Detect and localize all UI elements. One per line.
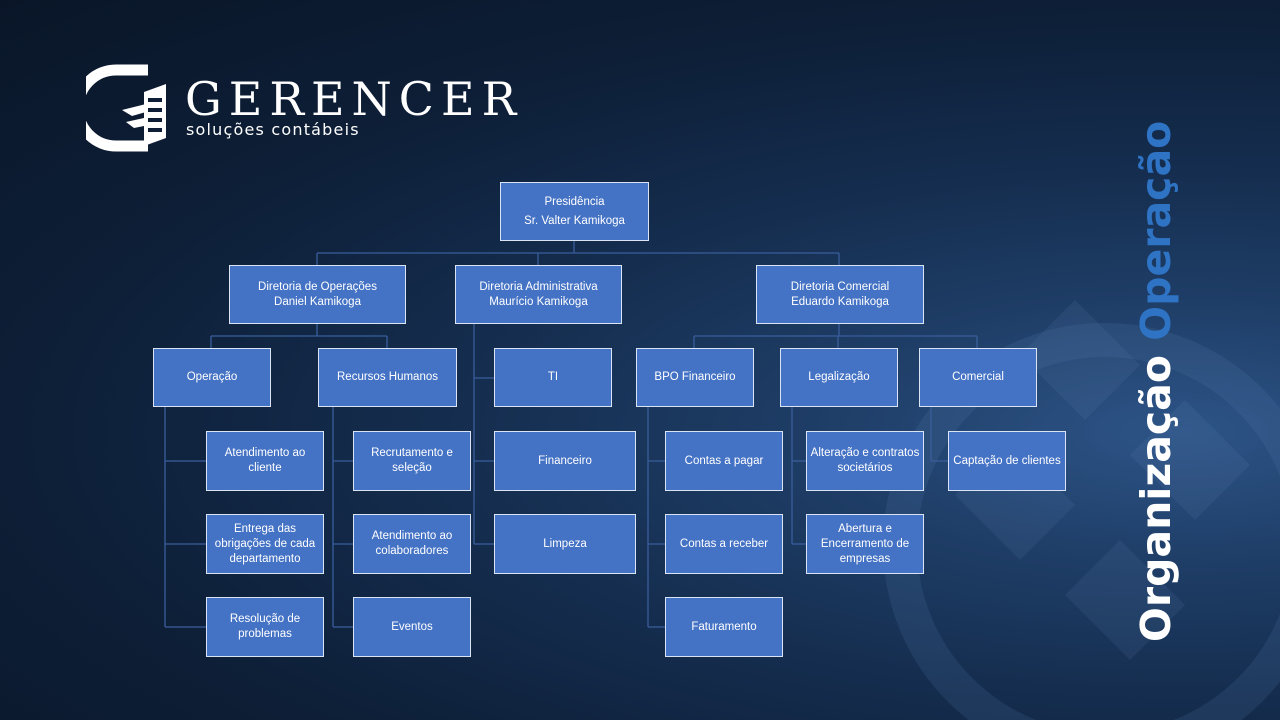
org-box-operacao: Operação: [153, 348, 271, 407]
diretoria-administrativa-name: Maurício Kamikoga: [489, 295, 588, 308]
org-box-faturamento: Faturamento: [665, 597, 783, 657]
diretoria-operacoes-title: Diretoria de Operações: [258, 280, 377, 293]
org-box-contas-receber: Contas a receber: [665, 514, 783, 574]
org-box-recursos-humanos: Recursos Humanos: [318, 348, 457, 407]
org-box-comercial: Comercial: [919, 348, 1037, 407]
diretoria-comercial-name: Eduardo Kamikoga: [791, 295, 889, 308]
org-box-diretoria-administrativa: Diretoria Administrativa Maurício Kamiko…: [455, 265, 622, 324]
org-box-limpeza: Limpeza: [494, 514, 636, 574]
diretoria-operacoes-name: Daniel Kamikoga: [274, 295, 361, 308]
org-box-diretoria-operacoes: Diretoria de Operações Daniel Kamikoga: [229, 265, 406, 324]
org-box-ti: TI: [494, 348, 612, 407]
org-box-bpo-financeiro: BPO Financeiro: [636, 348, 754, 407]
org-box-resolucao-problemas: Resolução de problemas: [206, 597, 324, 657]
org-box-presidencia: Presidência Sr. Valter Kamikoga: [500, 182, 649, 241]
org-box-contas-pagar: Contas a pagar: [665, 431, 783, 491]
org-box-legalizacao: Legalização: [780, 348, 898, 407]
org-box-atendimento-cliente: Atendimento ao cliente: [206, 431, 324, 491]
org-box-captacao-clientes: Captação de clientes: [948, 431, 1066, 491]
diretoria-administrativa-title: Diretoria Administrativa: [479, 280, 598, 293]
presidencia-title: Presidência: [544, 195, 605, 208]
diretoria-comercial-title: Diretoria Comercial: [790, 280, 890, 293]
brand-tagline: soluções contábeis: [186, 120, 360, 139]
org-box-abertura-encerramento: Abertura e Encerramento de empresas: [806, 514, 924, 574]
gerencer-logo-icon: [86, 64, 166, 152]
org-box-recrutamento-selecao: Recrutamento e seleção: [353, 431, 471, 491]
org-box-alteracao-contratos: Alteração e contratos societários: [806, 431, 924, 491]
org-box-diretoria-comercial: Diretoria Comercial Eduardo Kamikoga: [756, 265, 924, 324]
brand-name: GERENCER: [185, 72, 524, 126]
org-box-entrega-obrigacoes: Entrega das obrigações de cada departame…: [206, 514, 324, 574]
presidencia-name: Sr. Valter Kamikoga: [524, 214, 625, 227]
org-box-eventos: Eventos: [353, 597, 471, 657]
org-box-atendimento-colaboradores: Atendimento ao colaboradores: [353, 514, 471, 574]
org-box-financeiro: Financeiro: [494, 431, 636, 491]
